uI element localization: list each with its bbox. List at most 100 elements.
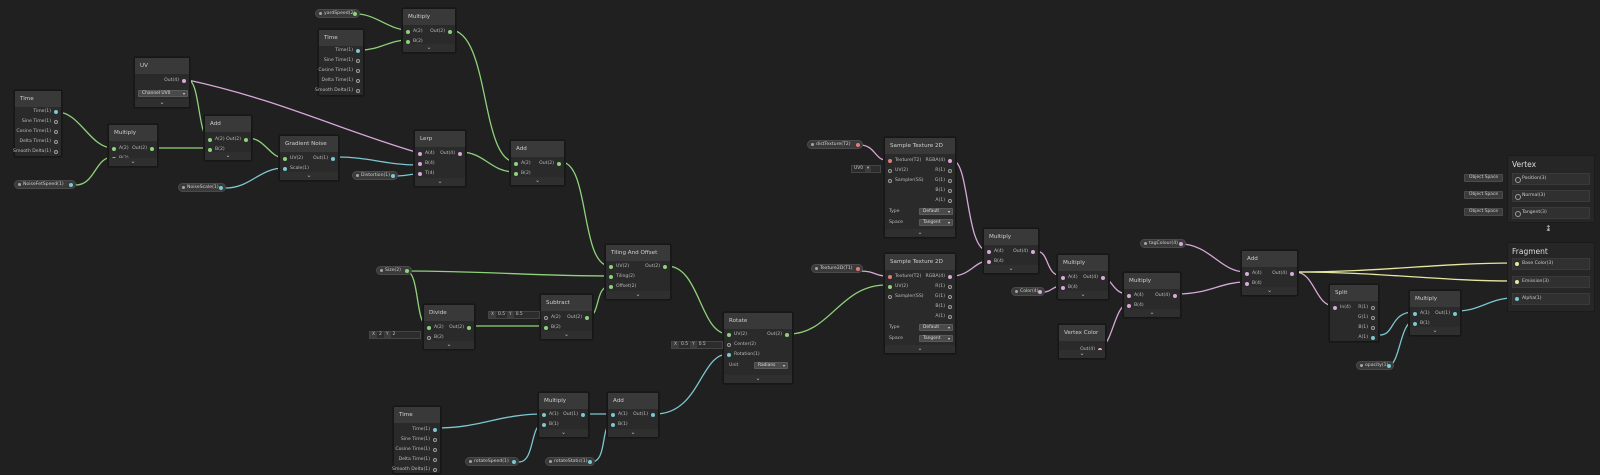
g-output-port[interactable]: G(1) [1358, 313, 1378, 323]
input-a-port[interactable]: A(4) [1058, 273, 1078, 283]
a-output-port[interactable]: A(1) [935, 312, 955, 322]
output-port[interactable]: Out(4) [440, 149, 465, 159]
multiply-node[interactable]: Multiply A(2) B(2) Out(2) ⌄ [108, 124, 158, 167]
collapse-icon[interactable]: ⌄ [539, 429, 588, 437]
input-sampler-port[interactable]: Sampler(SS) [885, 292, 924, 302]
multiply-node[interactable]: Multiply A(4) B(4) Out(4) ⌄ [983, 228, 1039, 274]
sample-texture-2d-node[interactable]: Sample Texture 2D Texture(T2) UV(2) Samp… [884, 253, 956, 354]
input-a-port[interactable]: A(4) [1242, 269, 1262, 279]
input-b-port[interactable]: B(2) [511, 169, 531, 179]
input-a-port[interactable]: A(1) [1410, 309, 1430, 319]
input-b-port[interactable]: B(2) [424, 333, 444, 343]
alpha-port[interactable]: Alpha(1) [1512, 293, 1590, 305]
uv-node[interactable]: UV Out(4) Channel UV0▾ ⌄ [134, 57, 190, 108]
sine-time-output-port[interactable]: Sine Time(1) [401, 435, 440, 445]
uv-output-port[interactable]: Out(4) [164, 76, 189, 86]
delta-time-output-port[interactable]: Delta Time(1) [399, 455, 440, 465]
tangent-port[interactable]: Tangent(3) [1512, 207, 1590, 219]
resize-handle-icon[interactable]: ↨ [1545, 224, 1552, 233]
b-output-port[interactable]: B(1) [1358, 323, 1378, 333]
a-output-port[interactable]: A(1) [1358, 333, 1378, 343]
unit-dropdown[interactable]: Radians▾ [754, 362, 788, 369]
input-tiling-port[interactable]: Tiling(2) [606, 272, 635, 282]
delta-time-output-port[interactable]: Delta Time(1) [322, 76, 363, 86]
sine-time-output-port[interactable]: Sine Time(1) [22, 117, 61, 127]
output-port[interactable]: Out(4) [1013, 247, 1038, 257]
b-output-port[interactable]: B(1) [935, 186, 955, 196]
output-port[interactable]: Out(2) [226, 135, 251, 145]
emission-port[interactable]: Emission(3) [1512, 276, 1590, 288]
type-dropdown[interactable]: Default▾ [919, 324, 953, 331]
smooth-delta-output-port[interactable]: Smooth Delta(1) [13, 147, 61, 157]
output-port[interactable]: Out(1) [1435, 309, 1460, 319]
collapse-icon[interactable]: ⌄ [109, 158, 157, 166]
input-center-port[interactable]: Center(2) [724, 340, 756, 350]
input-a-port[interactable]: A(1) [539, 410, 559, 420]
input-a-port[interactable]: A(2) [403, 27, 423, 37]
delta-time-output-port[interactable]: Delta Time(1) [20, 137, 61, 147]
position-port[interactable]: Position(3) [1512, 173, 1590, 185]
input-sampler-port[interactable]: Sampler(SS) [885, 176, 924, 186]
input-uv-port[interactable]: UV(2) [724, 330, 747, 340]
texture-2d-property[interactable]: Texture2D(T1) [811, 264, 863, 273]
input-uv-port[interactable]: UV(2) [606, 262, 629, 272]
distortion-property[interactable]: Distortion(1) [352, 171, 398, 180]
output-port[interactable]: Out(1) [633, 410, 658, 420]
add-node[interactable]: Add A(2) B(2) Out(2) ⌄ [204, 115, 252, 161]
output-port[interactable]: Out(4) [1083, 273, 1108, 283]
type-dropdown[interactable]: Default▾ [919, 208, 953, 215]
input-b-port[interactable]: B(2) [403, 37, 423, 47]
vertex-color-node[interactable]: Vertex Color Out(4) ⌄ [1058, 324, 1106, 359]
time-node[interactable]: Time Time(1) Sine Time(1) Cosine Time(1)… [315, 29, 364, 96]
input-uv-port[interactable]: UV(2) [280, 154, 303, 164]
rotate-speed-property[interactable]: rotateSpeed(1) [465, 457, 519, 466]
smooth-delta-output-port[interactable]: Smooth Delta(1) [315, 86, 363, 96]
multiply-node[interactable]: Multiply A(4) B(4) Out(4) ⌄ [1057, 254, 1109, 300]
input-a-port[interactable]: A(2) [205, 135, 225, 145]
multiply-node[interactable]: Multiply A(1) B(1) Out(1) ⌄ [1409, 290, 1461, 336]
subtract-node[interactable]: Subtract A(2) B(2) Out(2) ⌄ [540, 294, 593, 340]
input-rotation-port[interactable]: Rotation(1) [724, 350, 760, 360]
gradient-noise-node[interactable]: Gradient Noise UV(2) Scale(1) Out(1) ⌄ [279, 135, 339, 181]
output-port[interactable]: Out(4) [1155, 291, 1180, 301]
input-a-port[interactable]: A(4) [984, 247, 1004, 257]
time-node[interactable]: Time Time(1) Sine Time(1) Cosine Time(1)… [13, 90, 62, 157]
multiply-node[interactable]: Multiply A(1) B(1) Out(1) ⌄ [538, 392, 589, 438]
input-texture-port[interactable]: Texture(T2) [885, 272, 921, 282]
collapse-icon[interactable]: ⌄ [885, 345, 955, 353]
input-b-port[interactable]: B(1) [539, 420, 559, 430]
output-port[interactable]: Out(1) [313, 154, 338, 164]
base-color-port[interactable]: Base Color(3) [1512, 258, 1590, 270]
multiply-node[interactable]: Multiply A(2) B(2) Out(2) ⌄ [402, 8, 456, 53]
collapse-icon[interactable]: ⌄ [1242, 287, 1297, 295]
rgba-output-port[interactable]: RGBA(4) [925, 272, 955, 282]
tiling-and-offset-node[interactable]: Tiling And Offset UV(2) Tiling(2) Offset… [605, 244, 671, 300]
collapse-icon[interactable]: ⌄ [1124, 309, 1180, 317]
add-node[interactable]: Add A(1) B(1) Out(1) ⌄ [607, 392, 659, 438]
noise-speed-property[interactable]: NoiseFetSpeed(1) [14, 180, 76, 189]
sample-texture-2d-node[interactable]: Sample Texture 2D Texture(T2) UV(2) Samp… [884, 137, 956, 238]
input-a-port[interactable]: A(1) [608, 410, 628, 420]
collapse-icon[interactable]: ⌄ [415, 178, 465, 186]
input-b-port[interactable]: B(4) [984, 257, 1004, 267]
input-uv-port[interactable]: UV(2) [885, 282, 908, 292]
r-output-port[interactable]: R(1) [1358, 303, 1378, 313]
add-node[interactable]: Add A(2) B(2) Out(2) ⌄ [510, 140, 565, 186]
tangent-space-label[interactable]: Object Space [1464, 208, 1504, 216]
normal-space-label[interactable]: Object Space [1464, 191, 1504, 199]
cosine-time-output-port[interactable]: Cosine Time(1) [395, 445, 440, 455]
collapse-icon[interactable]: ⌄ [1058, 291, 1108, 299]
input-b-port[interactable]: B(2) [205, 145, 225, 155]
input-b-port[interactable]: B(1) [608, 420, 628, 430]
space-dropdown[interactable]: Tangent▾ [919, 219, 953, 226]
color-property[interactable]: Color(4) [1011, 287, 1045, 296]
input-b-port[interactable]: B(2) [541, 323, 561, 333]
collapse-icon[interactable]: ⌄ [403, 44, 455, 52]
input-b-port[interactable]: B(4) [1124, 301, 1144, 311]
r-output-port[interactable]: R(1) [935, 282, 955, 292]
input-uv-port[interactable]: UV(2) [885, 166, 908, 176]
position-space-label[interactable]: Object Space [1464, 174, 1504, 182]
output-port[interactable]: Out(4) [1272, 269, 1297, 279]
